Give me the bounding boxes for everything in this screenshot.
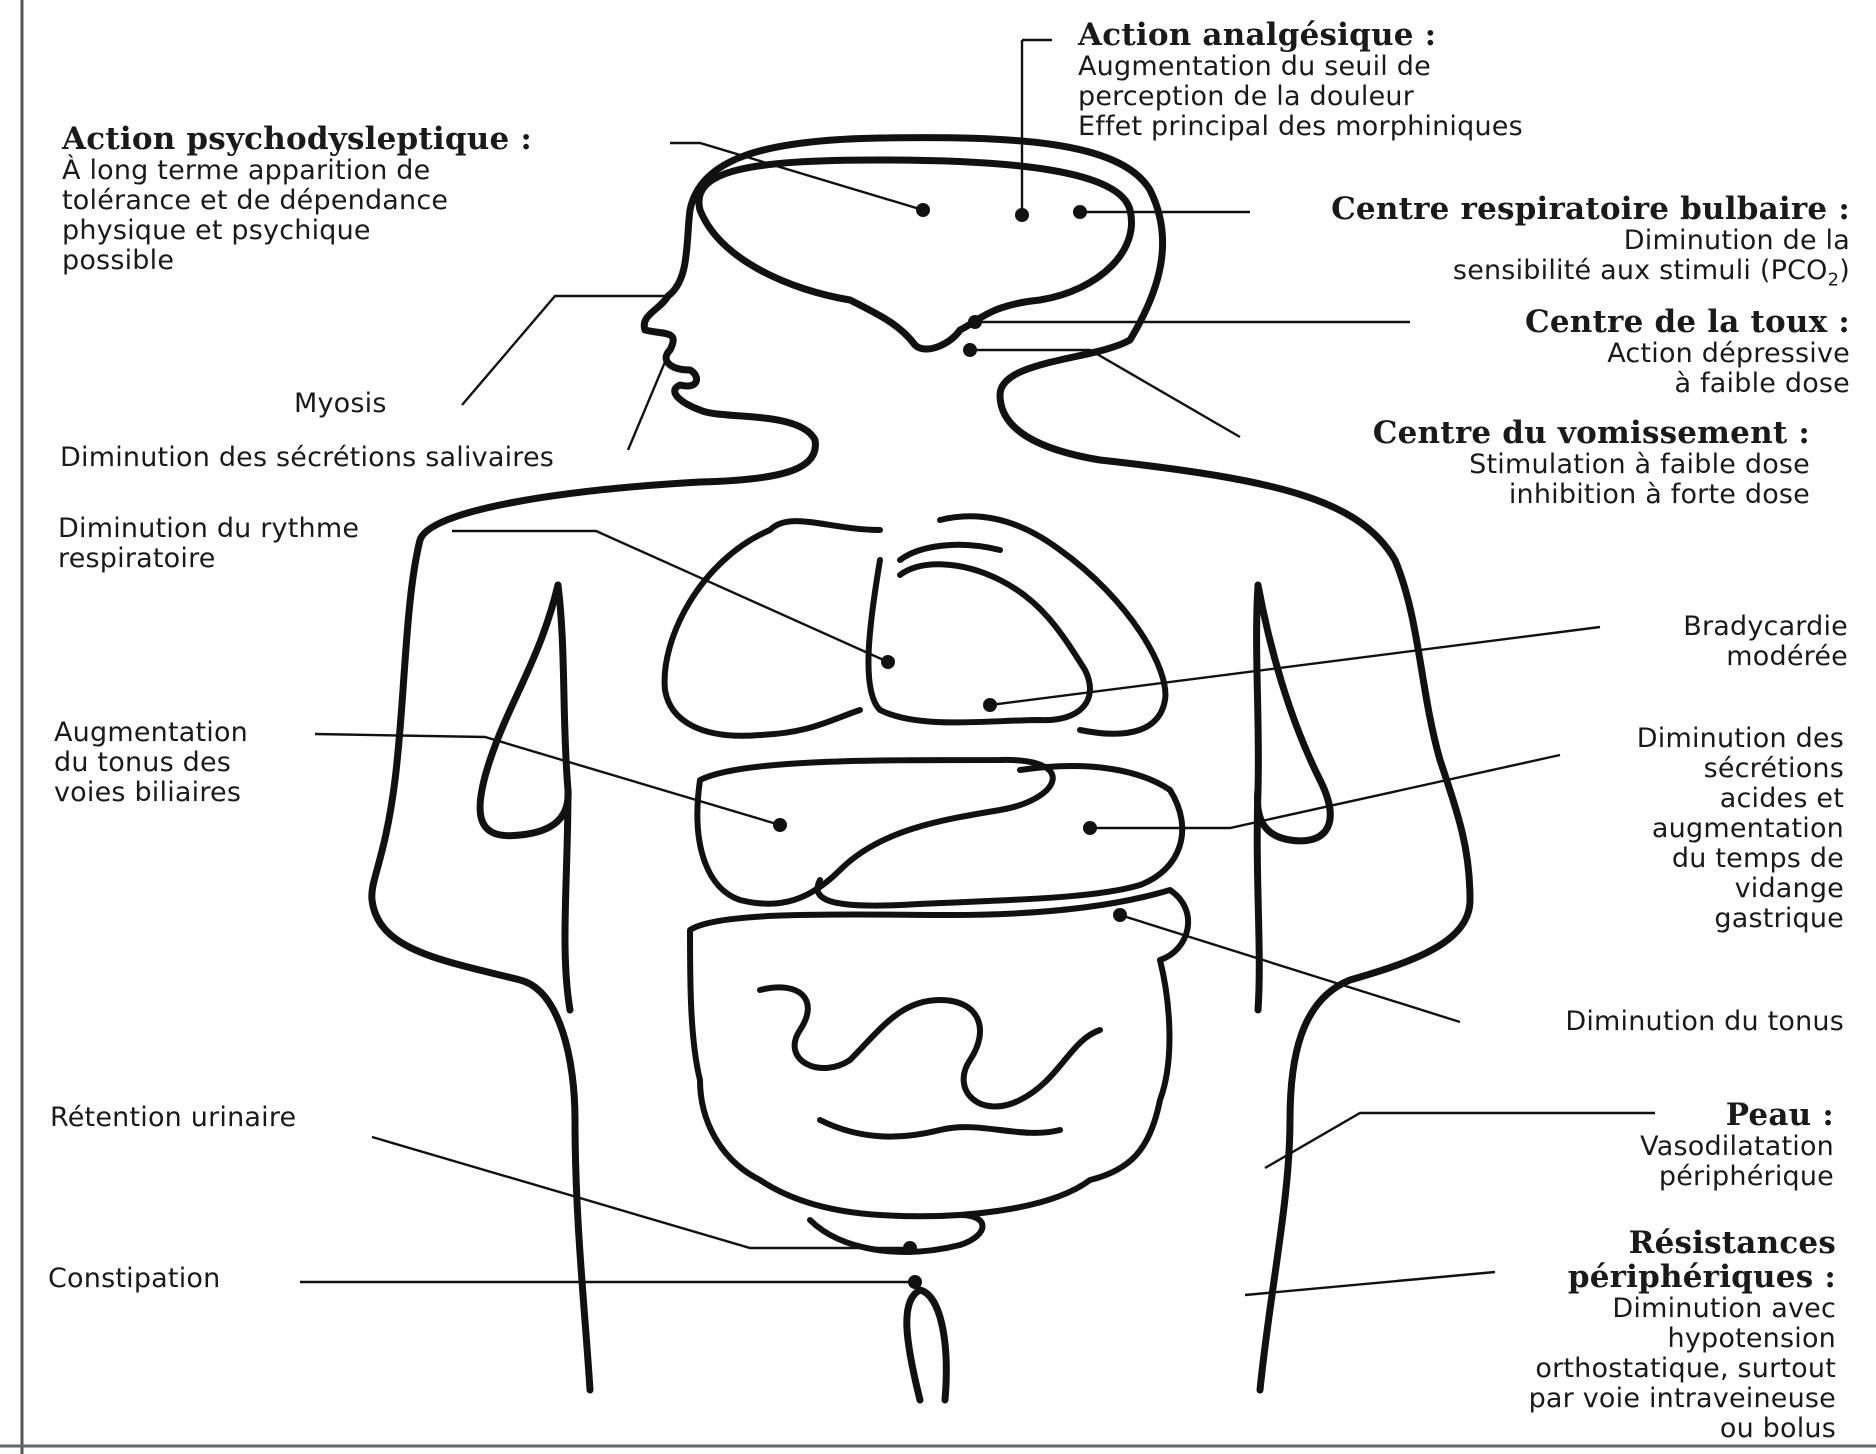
label-myosis-line: Myosis xyxy=(294,389,387,419)
label-vomissement: Centre du vomissement : Stimulation à fa… xyxy=(1373,416,1810,510)
liver xyxy=(697,760,1052,904)
label-gastrique-line: du temps de xyxy=(1637,844,1844,874)
label-gastrique-line: acides et xyxy=(1637,784,1844,814)
label-gastrique-line: Diminution des xyxy=(1637,724,1844,754)
label-toux-title: Centre de la toux : xyxy=(1525,305,1850,339)
label-resistances-line: Diminution avec xyxy=(1529,1294,1836,1324)
label-peau-line: Vasodilatation xyxy=(1640,1132,1834,1162)
label-gastrique-line: vidange xyxy=(1637,874,1844,904)
label-psychodysleptique-line: tolérance et de dépendance xyxy=(62,186,532,216)
label-resistances: Résistances périphériques : Diminution a… xyxy=(1529,1226,1836,1444)
label-peau-title: Peau : xyxy=(1640,1098,1834,1132)
label-respiratoire-title: Centre respiratoire bulbaire : xyxy=(1331,192,1850,226)
label-constipation-line: Constipation xyxy=(48,1264,220,1294)
inner-head xyxy=(699,160,1132,349)
label-resistances-line: orthostatique, surtout xyxy=(1529,1354,1836,1384)
label-rythme-line: respiratoire xyxy=(58,544,359,574)
label-biliaires-line: voies biliaires xyxy=(54,778,248,808)
label-vomissement-title: Centre du vomissement : xyxy=(1373,416,1810,450)
label-respiratoire-line: Diminution de la xyxy=(1331,226,1850,256)
label-respiratoire-subscript: 2 xyxy=(1828,269,1840,290)
label-toux-line: à faible dose xyxy=(1525,369,1850,399)
label-salivaires: Diminution des sécrétions salivaires xyxy=(60,443,554,473)
right-arm xyxy=(1257,585,1331,841)
label-analgesique-title: Action analgésique : xyxy=(1078,18,1523,52)
label-resistances-title: Résistances xyxy=(1529,1226,1836,1260)
lower-torso-left xyxy=(565,790,570,1010)
label-urinaire-line: Rétention urinaire xyxy=(50,1103,296,1133)
label-analgesique: Action analgésique : Augmentation du seu… xyxy=(1078,18,1523,142)
label-gastrique: Diminution des sécrétions acides et augm… xyxy=(1637,724,1844,934)
label-analgesique-line: perception de la douleur xyxy=(1078,82,1523,112)
label-respiratoire-text: sensibilité aux stimuli (PCO xyxy=(1453,255,1828,286)
label-psychodysleptique-title: Action psychodysleptique : xyxy=(62,122,532,156)
label-resistances-line: par voie intraveineuse xyxy=(1529,1384,1836,1414)
bladder xyxy=(810,1215,983,1252)
label-biliaires-line: du tonus des xyxy=(54,748,248,778)
legs-gap xyxy=(907,1290,946,1400)
stomach xyxy=(818,766,1183,906)
label-toux: Centre de la toux : Action dépressive à … xyxy=(1525,305,1850,399)
intestines xyxy=(690,890,1188,1216)
label-biliaires: Augmentation du tonus des voies biliaire… xyxy=(54,718,248,808)
label-constipation: Constipation xyxy=(48,1264,220,1294)
label-gastrique-line: augmentation xyxy=(1637,814,1844,844)
label-respiratoire-close: ) xyxy=(1839,255,1850,286)
label-biliaires-line: Augmentation xyxy=(54,718,248,748)
label-respiratoire: Centre respiratoire bulbaire : Diminutio… xyxy=(1331,192,1850,295)
label-gastrique-line: gastrique xyxy=(1637,904,1844,934)
label-bradycardie-line: modérée xyxy=(1683,642,1848,672)
label-peau: Peau : Vasodilatation périphérique xyxy=(1640,1098,1834,1192)
label-psychodysleptique-line: À long terme apparition de xyxy=(62,156,532,186)
label-toux-line: Action dépressive xyxy=(1525,339,1850,369)
label-gastrique-line: sécrétions xyxy=(1637,754,1844,784)
label-psychodysleptique-line: physique et psychique xyxy=(62,216,532,246)
label-peau-line: périphérique xyxy=(1640,1162,1834,1192)
label-psychodysleptique: Action psychodysleptique : À long terme … xyxy=(62,122,532,276)
label-rythme: Diminution du rythme respiratoire xyxy=(58,514,359,574)
label-respiratoire-line-2: sensibilité aux stimuli (PCO2) xyxy=(1331,256,1850,295)
label-bradycardie: Bradycardie modérée xyxy=(1683,612,1848,672)
label-tonus: Diminution du tonus xyxy=(1565,1007,1844,1037)
label-urinaire: Rétention urinaire xyxy=(50,1103,296,1133)
left-arm xyxy=(480,585,568,836)
label-vomissement-line: inhibition à forte dose xyxy=(1373,480,1810,510)
label-resistances-title: périphériques : xyxy=(1529,1260,1836,1294)
label-myosis: Myosis xyxy=(294,389,387,419)
label-psychodysleptique-line: possible xyxy=(62,246,532,276)
label-vomissement-line: Stimulation à faible dose xyxy=(1373,450,1810,480)
label-resistances-line: hypotension xyxy=(1529,1324,1836,1354)
label-salivaires-line: Diminution des sécrétions salivaires xyxy=(60,443,554,473)
label-bradycardie-line: Bradycardie xyxy=(1683,612,1848,642)
label-resistances-line: ou bolus xyxy=(1529,1414,1836,1444)
label-rythme-line: Diminution du rythme xyxy=(58,514,359,544)
label-tonus-line: Diminution du tonus xyxy=(1565,1007,1844,1037)
label-analgesique-line: Effet principal des morphiniques xyxy=(1078,112,1523,142)
label-analgesique-line: Augmentation du seuil de xyxy=(1078,52,1523,82)
